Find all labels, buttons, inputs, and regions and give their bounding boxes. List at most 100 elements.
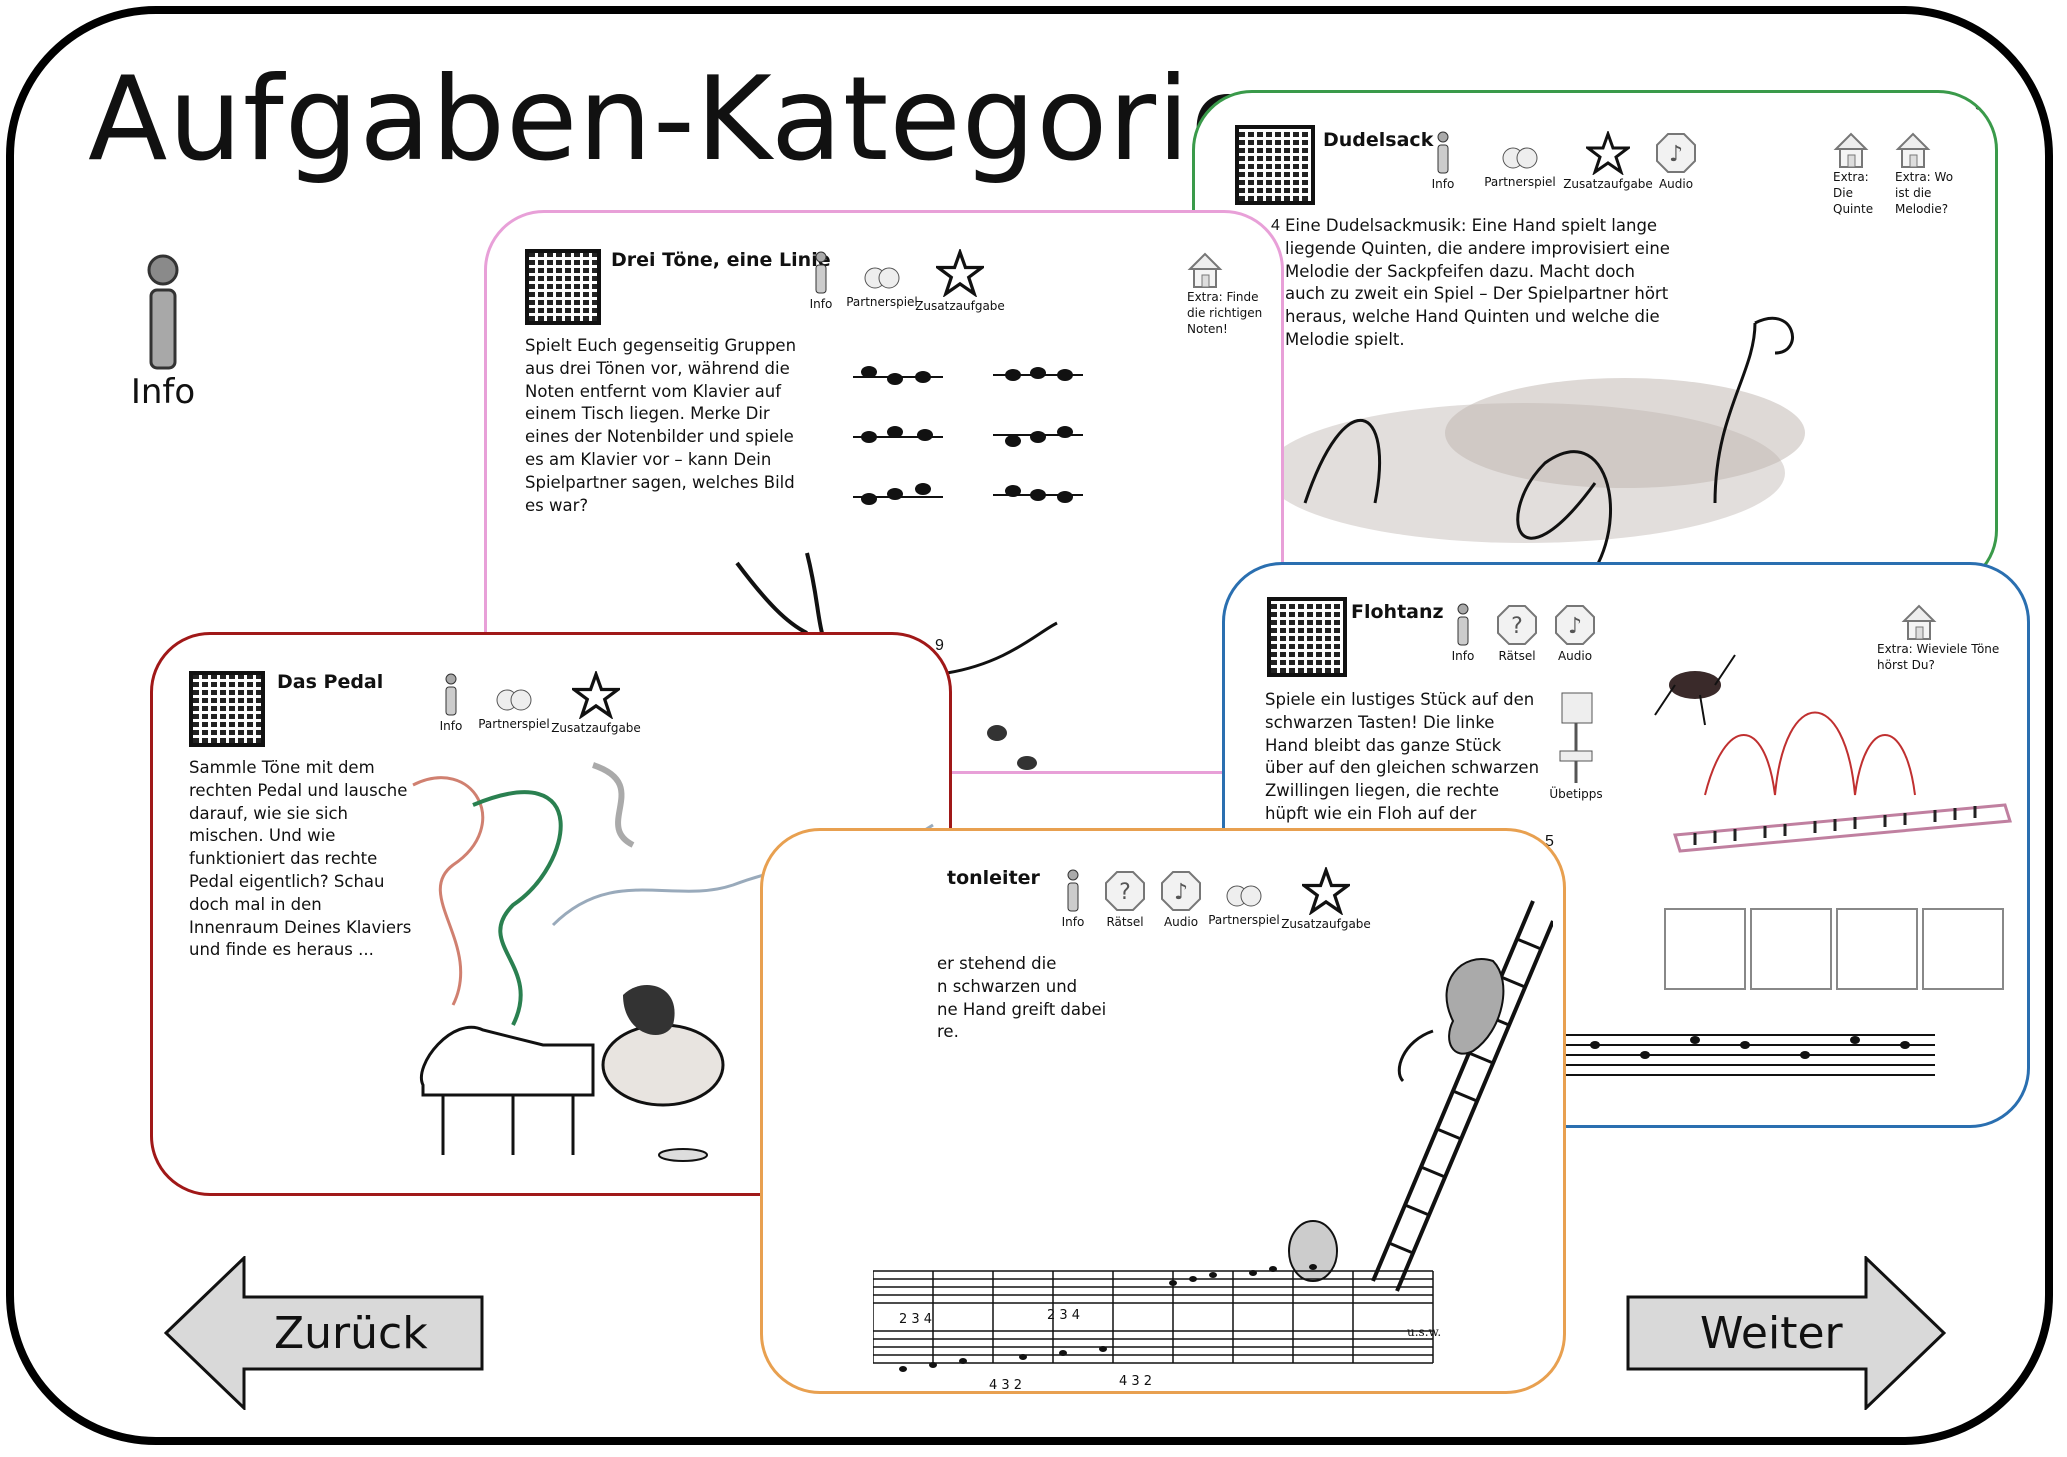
qr-code xyxy=(1267,597,1347,677)
card-title: Drei Töne, eine Linie xyxy=(611,249,831,271)
uebetipps-icon-label: Übetipps xyxy=(1549,787,1603,801)
partner-icon xyxy=(496,689,532,711)
info-icon xyxy=(147,254,179,370)
info-button[interactable]: Info xyxy=(118,252,208,412)
audio-icon-item[interactable]: ♪ Audio xyxy=(1547,603,1603,663)
audio-icon: ♪ xyxy=(1161,871,1201,911)
info-label: Info xyxy=(130,372,196,412)
question-icon: ? xyxy=(1105,871,1145,911)
info-icon-item[interactable]: Info xyxy=(801,251,841,311)
qr-code xyxy=(189,671,265,747)
info-icon xyxy=(445,673,457,716)
uebetipps-icon-item[interactable]: Übetipps xyxy=(1541,685,1611,801)
info-icon-item[interactable]: Info xyxy=(1053,869,1093,929)
extra-quinte[interactable]: Extra: Die Quinte xyxy=(1833,131,1883,217)
audio-icon: ♪ xyxy=(1555,605,1595,645)
info-icon xyxy=(815,251,827,294)
card-text: Sammle Töne mit dem rechten Pedal und la… xyxy=(189,758,412,960)
finger-numbers-left: 2 3 4 xyxy=(899,1312,933,1327)
extra-toene[interactable]: Extra: Wieviele Töne hörst Du? xyxy=(1877,603,2007,673)
star-icon-item[interactable]: Zusatzaufgabe xyxy=(915,249,1005,313)
partner-icon-item[interactable]: Partnerspiel xyxy=(469,685,559,731)
extra-toene-label: Extra: Wieviele Töne hörst Du? xyxy=(1877,642,2000,672)
audio-icon-item[interactable]: ♪ Audio xyxy=(1153,869,1209,929)
audio-icon-item[interactable]: ♪ Audio xyxy=(1651,131,1701,191)
qr-code xyxy=(1235,125,1315,205)
scale-notation xyxy=(873,1264,1434,1372)
partner-icon xyxy=(864,267,900,289)
next-button[interactable]: Weiter xyxy=(1626,1254,1947,1412)
page-title: Aufgaben-Kategorien xyxy=(88,52,1338,187)
svg-text:?: ? xyxy=(1119,880,1131,905)
star-icon-label: Zusatzaufgabe xyxy=(1563,177,1653,191)
star-icon-item[interactable]: Zusatzaufgabe xyxy=(1563,131,1653,191)
info-icon-label: Info xyxy=(1061,915,1085,929)
partner-icon-item[interactable]: Partnerspiel xyxy=(1475,143,1565,189)
card-text: er stehend die n schwarzen und ne Hand g… xyxy=(937,954,1107,1042)
partner-icon-item[interactable]: Partnerspiel xyxy=(837,263,927,309)
info-icon-item[interactable]: Info xyxy=(1423,131,1463,191)
svg-text:?: ? xyxy=(1511,614,1523,639)
info-icon-label: Info xyxy=(1451,649,1475,663)
card-text: Spiele ein lustiges Stück auf den schwar… xyxy=(1265,690,1540,846)
arrow-left-icon xyxy=(163,1254,484,1412)
sketch-strip xyxy=(1555,908,2004,1076)
finger-numbers-low-left: 4 3 2 xyxy=(989,1378,1023,1393)
raetsel-icon-label: Rätsel xyxy=(1498,649,1536,663)
usw-label: u.s.w. xyxy=(1407,1325,1442,1339)
card-number: 3 xyxy=(1975,97,1984,114)
card-title: Dudelsack xyxy=(1323,129,1434,151)
extra-melodie[interactable]: Extra: Wo ist die Melodie? xyxy=(1895,131,1959,217)
audio-icon-label: Audio xyxy=(1557,649,1593,663)
svg-text:♪: ♪ xyxy=(1568,614,1582,639)
ladder-cat-illustration xyxy=(1288,900,1553,1292)
partner-icon-label: Partnerspiel xyxy=(1484,175,1556,189)
extra-finde-label: Extra: Finde die richtigen Noten! xyxy=(1187,290,1263,336)
card-number: 1 xyxy=(2011,569,2020,586)
finger-numbers-mid: 2 3 4 xyxy=(1047,1308,1081,1323)
partner-icon-label: Partnerspiel xyxy=(1208,913,1280,927)
info-icon xyxy=(1437,131,1449,174)
info-icon-item[interactable]: Info xyxy=(1443,603,1483,663)
partner-icon xyxy=(1226,885,1262,907)
raetsel-icon-label: Rätsel xyxy=(1106,915,1144,929)
back-label: Zurück xyxy=(274,1308,428,1359)
card-title: Das Pedal xyxy=(277,671,384,693)
next-label: Weiter xyxy=(1700,1308,1843,1359)
page-ref: 5 xyxy=(1545,833,1554,850)
info-icon xyxy=(1067,869,1079,912)
house-icon xyxy=(1833,132,1869,168)
house-icon xyxy=(1895,132,1931,168)
star-icon-item[interactable]: Zusatzaufgabe xyxy=(551,671,641,735)
star-icon xyxy=(572,671,620,719)
raetsel-icon-item[interactable]: ? Rätsel xyxy=(1489,603,1545,663)
card-tonleiter[interactable]: tonleiter Info ? Rätsel ♪ Audio Partners… xyxy=(760,828,1566,1394)
extra-melodie-label: Extra: Wo ist die Melodie? xyxy=(1895,170,1954,216)
svg-text:♪: ♪ xyxy=(1669,142,1683,167)
back-button[interactable]: Zurück xyxy=(163,1254,484,1412)
note-groups-illustration xyxy=(853,366,1083,505)
extra-finde[interactable]: Extra: Finde die richtigen Noten! xyxy=(1187,251,1267,337)
partner-icon-label: Partnerspiel xyxy=(846,295,918,309)
audio-icon: ♪ xyxy=(1656,133,1696,173)
star-icon-item[interactable]: Zusatzaufgabe xyxy=(1281,867,1371,931)
star-icon xyxy=(936,249,984,297)
star-icon-label: Zusatzaufgabe xyxy=(1281,917,1371,931)
raetsel-icon-item[interactable]: ? Rätsel xyxy=(1097,869,1153,929)
svg-text:♪: ♪ xyxy=(1174,880,1188,905)
house-icon xyxy=(1901,604,1937,640)
info-icon-item[interactable]: Info xyxy=(431,673,471,733)
card-dudelsack[interactable]: Dudelsack Info Partnerspiel Zusatzaufgab… xyxy=(1192,90,1998,590)
qr-code xyxy=(525,249,601,325)
card-title: tonleiter xyxy=(947,867,1040,889)
info-icon-label: Info xyxy=(439,719,463,733)
info-icon xyxy=(1457,603,1469,646)
finger-numbers-low-mid: 4 3 2 xyxy=(1119,1374,1153,1389)
star-icon xyxy=(1586,131,1630,175)
question-icon: ? xyxy=(1497,605,1537,645)
star-icon-label: Zusatzaufgabe xyxy=(551,721,641,735)
partner-icon-item[interactable]: Partnerspiel xyxy=(1199,881,1289,927)
extra-quinte-label: Extra: Die Quinte xyxy=(1833,170,1874,216)
flea-keyboard-illustration xyxy=(1654,654,2012,853)
info-icon-label: Info xyxy=(1431,177,1455,191)
